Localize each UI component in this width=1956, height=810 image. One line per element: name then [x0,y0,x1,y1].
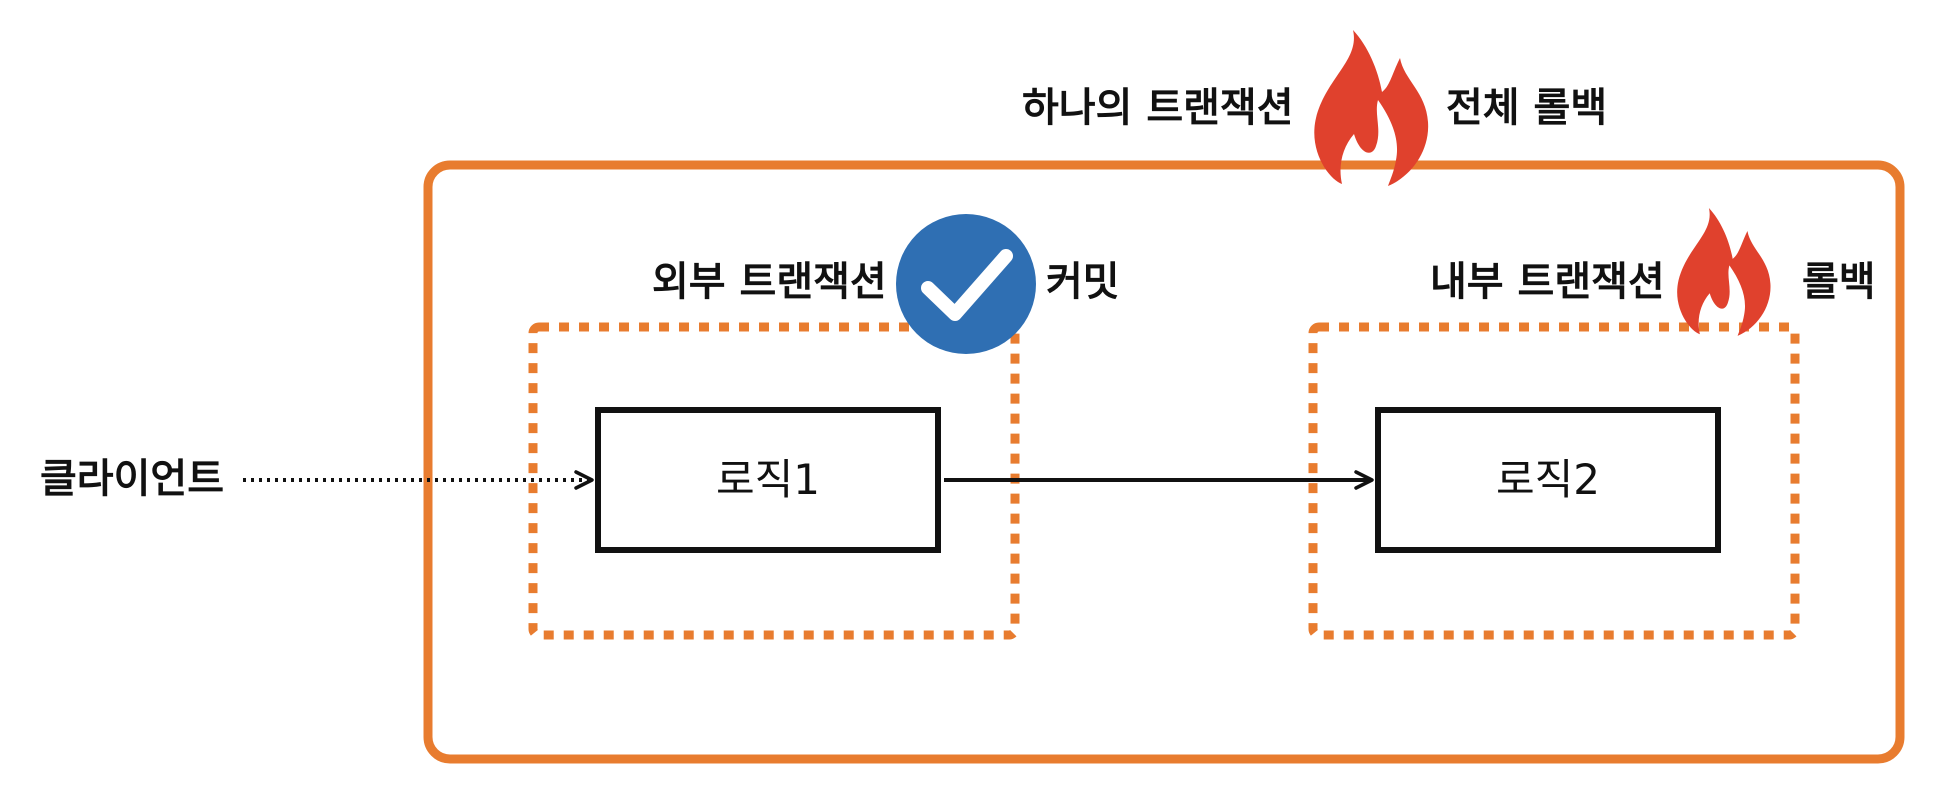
logic1-label: 로직1 [716,455,821,504]
logic2-label: 로직2 [1496,455,1601,504]
rollback-label: 롤백 [1802,259,1876,305]
commit-label: 커밋 [1046,259,1120,305]
single-transaction-frame [423,160,1905,764]
whole-rollback-label: 전체 롤백 [1446,85,1608,131]
logic1-box [595,407,941,553]
inner-transaction-label: 내부 트랜잭션 [1430,259,1665,305]
client-label: 클라이언트 [40,456,224,502]
logic2-box [1375,407,1721,553]
outer-transaction-label: 외부 트랜잭션 [652,259,887,305]
inner-transaction-frame [1308,322,1800,640]
single-transaction-label: 하나의 트랜잭션 [1022,85,1294,131]
fire-icon [1314,30,1429,186]
fire-icon-inner-rollback [1677,208,1771,336]
check-circle-icon [896,214,1036,354]
